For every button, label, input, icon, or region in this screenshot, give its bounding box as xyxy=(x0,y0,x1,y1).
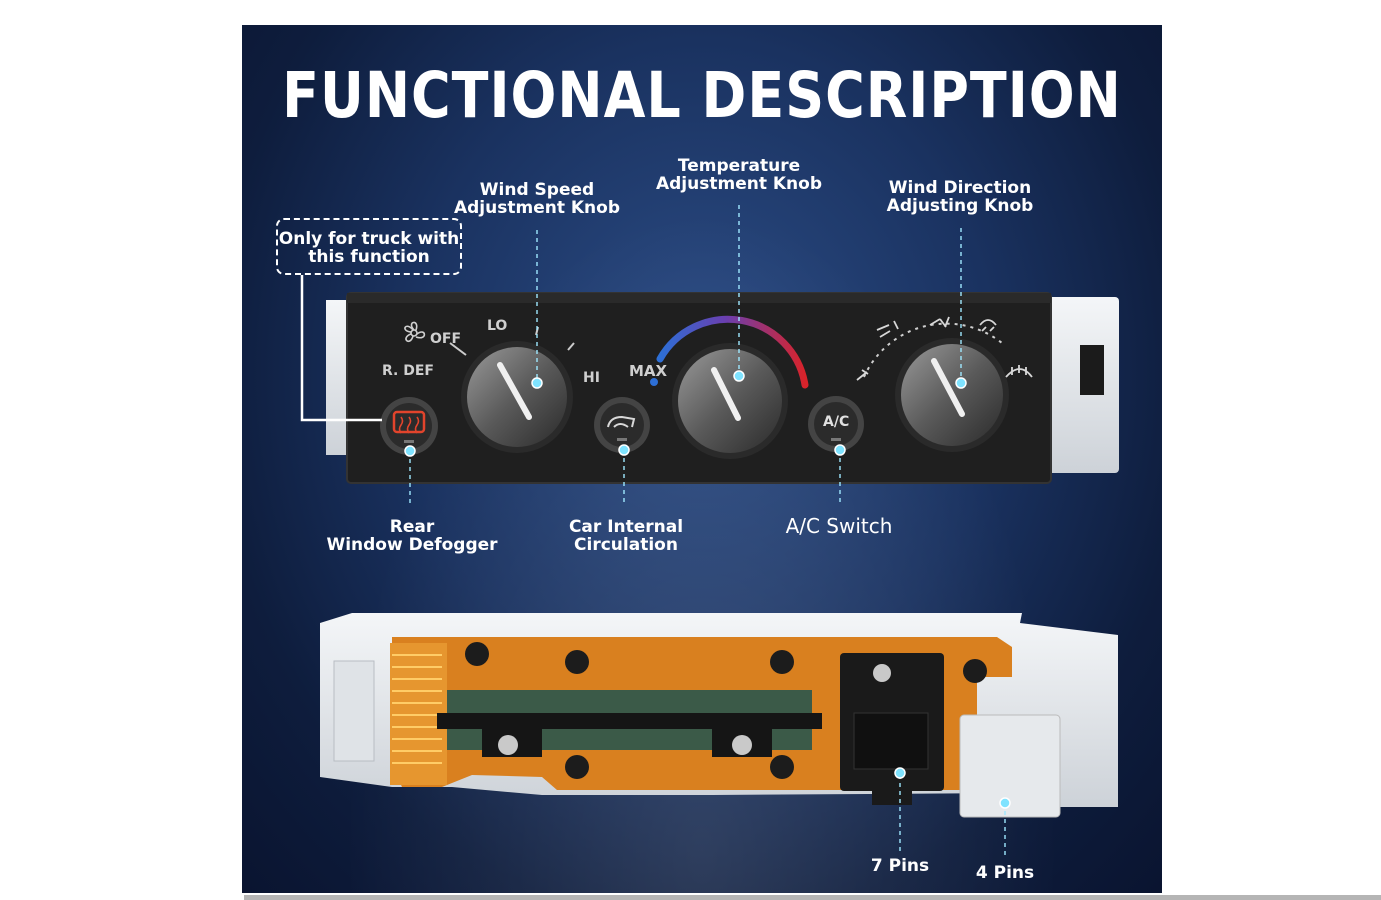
pins-7-label: 7 Pins xyxy=(870,856,930,876)
truck-note-box xyxy=(276,218,462,275)
temperature-label: Temperature Adjustment Knob xyxy=(655,156,822,194)
screws xyxy=(465,642,987,779)
callout-lines xyxy=(409,205,1006,857)
temperature-scale-arc xyxy=(656,315,809,389)
ac-switch-label: A/C Switch xyxy=(785,514,893,538)
panel-mark-lo: LO xyxy=(487,318,508,334)
truck-note-label: Only for truck with this function xyxy=(278,229,460,267)
product-illustration xyxy=(300,205,1119,857)
rear-circuit-board xyxy=(320,613,1118,818)
panel-mark-max: MAX xyxy=(629,362,668,380)
control-panel xyxy=(326,292,1119,484)
poster-title: FUNCTIONAL DESCRIPTION xyxy=(282,59,1122,133)
pins-4-label: 4 Pins xyxy=(975,863,1035,883)
fan-icon xyxy=(404,321,426,343)
product-poster: FUNCTIONAL DESCRIPTION xyxy=(242,25,1162,893)
wind-direction-label: Wind Direction Adjusting Knob xyxy=(886,178,1034,216)
defrost-icon xyxy=(1005,365,1033,378)
callout-dots xyxy=(404,370,1011,809)
vent-mode-icons xyxy=(856,316,1033,381)
rear-defogger-label: Rear Window Defogger xyxy=(326,517,498,555)
bilevel-vent-icon xyxy=(876,320,899,338)
4-pin-connector xyxy=(959,714,1061,818)
panel-mark-rdef: R. DEF xyxy=(382,363,434,379)
wind-speed-label: Wind Speed Adjustment Knob xyxy=(453,180,620,218)
panel-mark-hi: HI xyxy=(583,370,600,386)
mix-vent-icon xyxy=(979,319,997,332)
panel-mark-ac: A/C xyxy=(823,414,850,430)
floor-vent-icon xyxy=(929,316,950,328)
truck-note-leader xyxy=(300,275,382,422)
ac-button[interactable] xyxy=(814,402,858,446)
face-vent-icon xyxy=(856,369,869,381)
panel-mark-off: OFF xyxy=(430,331,462,347)
page-divider xyxy=(244,895,1381,900)
circulation-label: Car Internal Circulation xyxy=(568,517,684,555)
housing-slot xyxy=(1080,345,1104,395)
recirculation-icon xyxy=(607,415,636,428)
